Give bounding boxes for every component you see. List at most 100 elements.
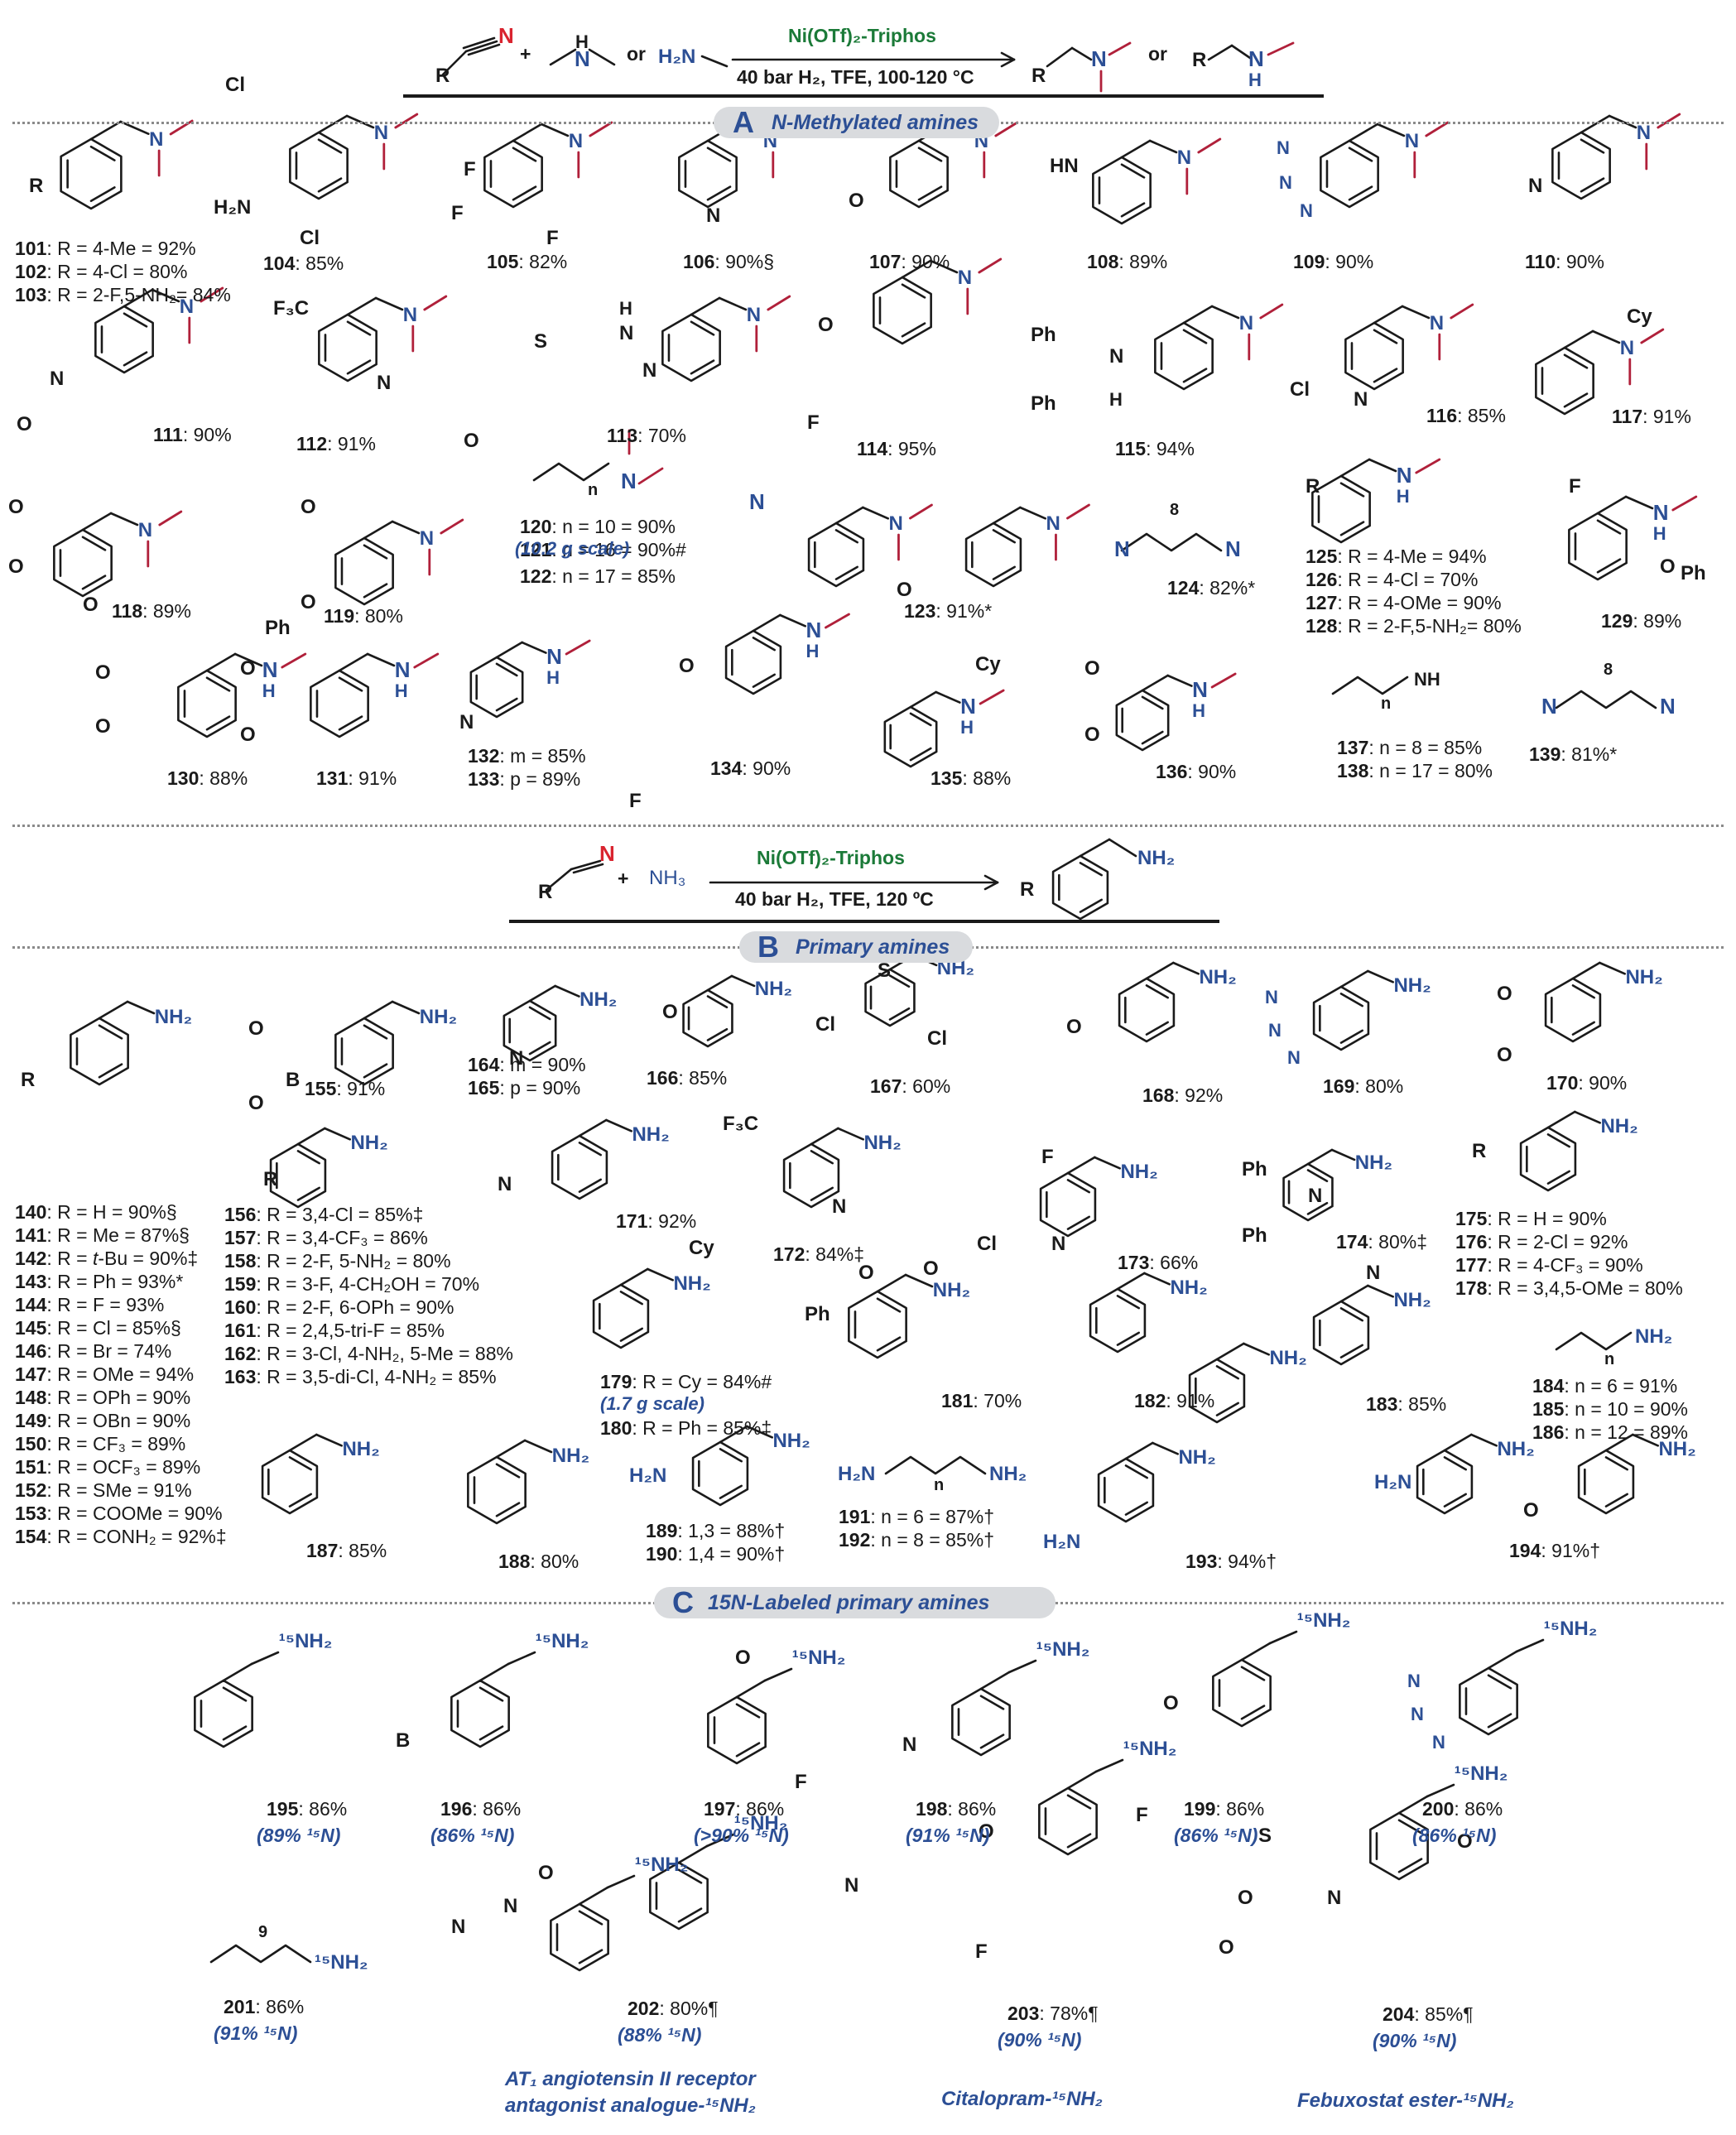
atom-label-n15h2: ¹⁵NH₂ [1036, 1638, 1090, 1661]
chain-371 [1097, 1457, 1155, 1523]
compound-caption-174: 174: 80%‡ [1336, 1231, 1427, 1253]
atom-label-o: O [1219, 1936, 1234, 1959]
atom-label-r: R [1306, 475, 1320, 498]
atom-label-cl: Cl [300, 227, 320, 249]
atom-label-n: N [621, 469, 637, 493]
bond-390 [1604, 1493, 1628, 1507]
compound-caption-149: 149: R = OBn = 90% [15, 1410, 191, 1431]
atom-label-o: O [248, 1092, 264, 1114]
bond-171 [834, 529, 858, 544]
bond-248 [126, 1000, 156, 1015]
bond-405 [478, 1662, 510, 1682]
atom-label-n: N [377, 372, 391, 394]
bond-238 [1141, 674, 1169, 692]
bond-6 [700, 55, 729, 68]
chain-303 [782, 1142, 840, 1209]
compound-caption-151: 151: R = OCF₃ = 89% [15, 1456, 201, 1478]
compound-caption-116: 116: 85% [1426, 405, 1506, 426]
bond-410 [735, 1703, 761, 1719]
atom-label-nh2: NH₂ [342, 1438, 379, 1460]
bond-50 [540, 123, 570, 137]
bond-368 [719, 1425, 748, 1444]
bond-112 [690, 320, 715, 336]
chain-377 [1188, 1358, 1246, 1424]
chain-125 [1154, 321, 1214, 391]
bond-322 [1546, 1170, 1570, 1185]
atom-label-r: R [21, 1069, 35, 1091]
bond-152 [81, 536, 107, 551]
compound-caption-124: 124: 82%* [1167, 577, 1256, 599]
bond-98 [151, 288, 180, 303]
compound-caption-163: 163: R = 3,5-di-Cl, 4-NH₂ = 85% [224, 1366, 497, 1387]
chain-133 [1344, 321, 1404, 391]
bond-14 [1207, 44, 1233, 61]
bond-114 [718, 296, 748, 311]
bond-296 [323, 1127, 352, 1141]
compound-caption-180: 180: R = Ph = 85%‡ [600, 1417, 772, 1439]
section-b-pill [739, 931, 973, 963]
chain-450 [1369, 1811, 1429, 1881]
scheme1-plus: + [520, 43, 531, 65]
bond-361 [495, 1463, 521, 1479]
bond-221 [752, 673, 776, 688]
bond-161 [363, 520, 394, 540]
bond-226 [825, 613, 850, 629]
compound-caption-171: 171: 92% [616, 1210, 697, 1232]
atom-label-n: N [420, 527, 434, 550]
chain-185 [1311, 474, 1371, 544]
atom-label-r: R [263, 1168, 277, 1190]
compound-caption-160: 160: R = 2-F, 6-OPh = 90% [224, 1296, 454, 1318]
bond-328 [619, 1327, 643, 1342]
atom-label-n: N [1528, 175, 1542, 197]
bond-428 [1487, 1674, 1512, 1690]
bond-123 [978, 257, 1003, 274]
bond-172 [834, 506, 864, 525]
atom-label-n: N [1407, 1671, 1421, 1691]
atom-label-nh2: NH₂ [1600, 1115, 1637, 1137]
bond-22 [983, 881, 999, 891]
bond-286 [1571, 1021, 1595, 1036]
atom-label-r: R [1472, 1140, 1486, 1162]
compound-caption-155: 155: 91% [305, 1078, 386, 1099]
bond-230 [909, 712, 932, 727]
atom-label-s: S [1258, 1825, 1272, 1847]
atom-label-n: N [1265, 987, 1278, 1007]
chain-345 [1312, 1300, 1370, 1366]
atom-label-n: N [1046, 512, 1060, 535]
atom-label-n: N [1430, 312, 1444, 334]
bond-344 [1143, 1272, 1171, 1286]
bond-274 [1145, 1021, 1169, 1036]
compound-caption-154: 154: R = CONH₂ = 92%‡ [15, 1526, 227, 1547]
atom-labels: RNHNH₂NRNRNHRNRNH₂NRNClH₂NClNFFFNNNOONHN… [8, 23, 1706, 1974]
bond-295 [296, 1127, 326, 1146]
chain-53 [678, 139, 738, 209]
bond-420 [1240, 1705, 1266, 1720]
bond-310 [1066, 1215, 1090, 1230]
bond-122 [929, 259, 959, 274]
bond-270 [888, 974, 911, 988]
bond-26 [1079, 862, 1103, 877]
bond-139 [1450, 303, 1474, 320]
bond-353 [288, 1493, 312, 1507]
bond-138 [1401, 305, 1431, 320]
compound-caption-132: 132: m = 85% [468, 745, 586, 767]
bond-51 [589, 121, 613, 137]
compound-caption-168: 168: 92% [1142, 1084, 1224, 1106]
bond-332 [646, 1267, 675, 1281]
bond-294 [296, 1150, 320, 1165]
isotope-caption-196: (86% ¹⁵N) [430, 1825, 515, 1846]
compound-caption-176: 176: R = 2-Cl = 92% [1455, 1231, 1628, 1253]
compound-caption-143: 143: R = Ph = 93%* [15, 1271, 184, 1292]
compound-caption-108: 108: 89% [1087, 251, 1168, 272]
atom-label-h2n: H₂N [629, 1464, 666, 1487]
bond-204 [233, 652, 263, 667]
atom-label-nh2: NH₂ [1178, 1446, 1215, 1469]
bond-433 [578, 1949, 604, 1964]
molecule-bonds [53, 36, 1659, 1972]
atom-label-n: N [395, 657, 411, 682]
chain-241 [1331, 676, 1409, 695]
bond-348 [1339, 1307, 1363, 1322]
bond-182 [1066, 503, 1090, 520]
compound-caption-184: 184: n = 6 = 91% [1532, 1375, 1678, 1397]
bond-196 [1596, 495, 1628, 515]
